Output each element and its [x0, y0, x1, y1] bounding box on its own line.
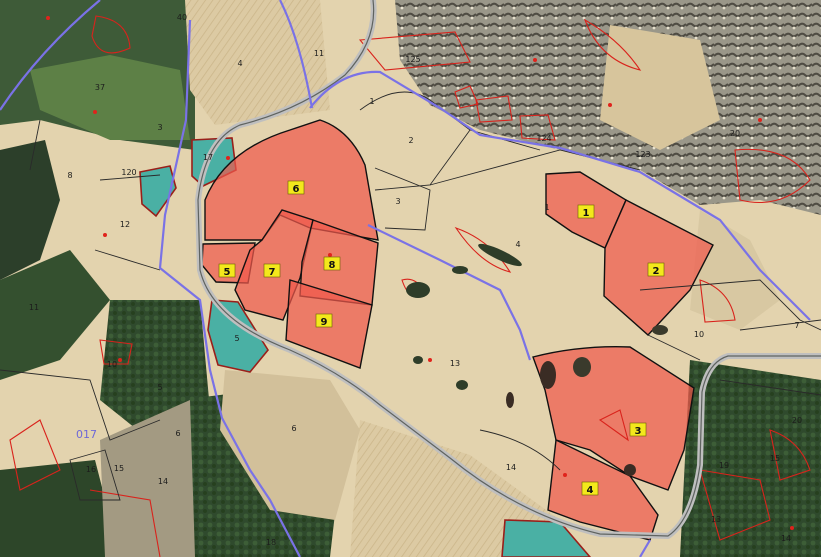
label-chip — [581, 481, 599, 496]
label-chip — [263, 263, 281, 278]
parcel-number-label: 6 — [291, 424, 296, 433]
highlighted-parcels — [201, 119, 714, 541]
roads — [195, 0, 821, 539]
field-trees — [406, 243, 668, 476]
municipal-code-label: 017 — [76, 428, 97, 441]
parcel-number-label: 37 — [95, 83, 105, 92]
parcel-number-label: 2 — [408, 136, 413, 145]
highlight-label-1[interactable]: 1 — [577, 204, 595, 219]
parcel-label-layer: 4041112513732171241232012012134131110561… — [29, 13, 802, 547]
parcel-number-label: 18 — [266, 538, 276, 547]
highlight-label-9[interactable]: 9 — [315, 313, 333, 328]
label-chip-text: 3 — [635, 426, 642, 437]
parcel-number-label: 7 — [794, 321, 799, 330]
parcel-number-label: 20 — [792, 416, 802, 425]
parcel-number-label: 5 — [234, 334, 239, 343]
label-chip — [577, 204, 595, 219]
label-chip-text: 1 — [583, 208, 590, 219]
parcel-number-label: 6 — [175, 429, 180, 438]
label-chip — [323, 256, 341, 271]
parcel-number-label: 16 — [86, 465, 96, 474]
highlight-label-layer: 1 2 3 4 5 6 7 8 9 — [218, 180, 665, 496]
parcel-number-label: 15 — [114, 464, 124, 473]
label-chip — [315, 313, 333, 328]
parcel-number-label: 5 — [157, 383, 162, 392]
label-chip-text: 7 — [269, 267, 276, 278]
parcel-number-label: 120 — [121, 168, 136, 177]
parcel-number-label: 14 — [158, 477, 168, 486]
label-chip-text: 2 — [653, 266, 660, 277]
parcel-number-label: 11 — [29, 303, 39, 312]
label-chip-text: 8 — [329, 260, 336, 271]
parcel-number-label: 17 — [203, 153, 213, 162]
label-chip — [218, 263, 236, 278]
parcel-number-label: 4 — [515, 240, 520, 249]
parcel-number-label: 11 — [314, 49, 324, 58]
parcel-number-label: 15 — [770, 454, 780, 463]
highlight-label-8[interactable]: 8 — [323, 256, 341, 271]
survey-points — [46, 16, 794, 530]
parcel-number-label: 14 — [506, 463, 516, 472]
parcel-number-label: 12 — [120, 220, 130, 229]
label-chip — [647, 262, 665, 277]
parcel-number-label: 13 — [711, 515, 721, 524]
label-chip-text: 4 — [587, 485, 594, 496]
parcel-number-label: 1 — [544, 203, 549, 212]
parcel-number-label: 124 — [536, 134, 551, 143]
parcel-number-label: 13 — [450, 359, 460, 368]
parcel-number-label: 10 — [694, 330, 704, 339]
label-chip-text: 6 — [293, 184, 300, 195]
label-chip — [629, 422, 647, 437]
highlight-label-5[interactable]: 5 — [218, 263, 236, 278]
label-chip-text: 5 — [224, 267, 231, 278]
highlight-label-6[interactable]: 6 — [287, 180, 305, 195]
cadastral-lines — [9, 15, 811, 557]
highlight-label-7[interactable]: 7 — [263, 263, 281, 278]
highlight-label-3[interactable]: 3 — [629, 422, 647, 437]
highlight-label-4[interactable]: 4 — [581, 481, 599, 496]
parcel-number-label: 19 — [719, 461, 729, 470]
parcel-3 — [532, 346, 695, 491]
parcel-number-label: 123 — [635, 150, 650, 159]
parcel-number-label: 3 — [157, 123, 162, 132]
parcel-6 — [204, 119, 379, 241]
parcel-number-label: 14 — [781, 534, 791, 543]
parcel-number-label: 40 — [177, 13, 187, 22]
parcel-number-label: 4 — [237, 59, 242, 68]
label-chip — [287, 180, 305, 195]
highlight-label-2[interactable]: 2 — [647, 262, 665, 277]
parcel-number-label: 8 — [67, 171, 72, 180]
parcel-number-label: 1 — [369, 97, 374, 106]
parcel-number-label: 3 — [395, 197, 400, 206]
parcel-number-label: 125 — [405, 55, 420, 64]
parcel-number-label: 20 — [730, 129, 740, 138]
parcel-number-label: 10 — [107, 360, 117, 369]
label-chip-text: 9 — [321, 317, 328, 328]
